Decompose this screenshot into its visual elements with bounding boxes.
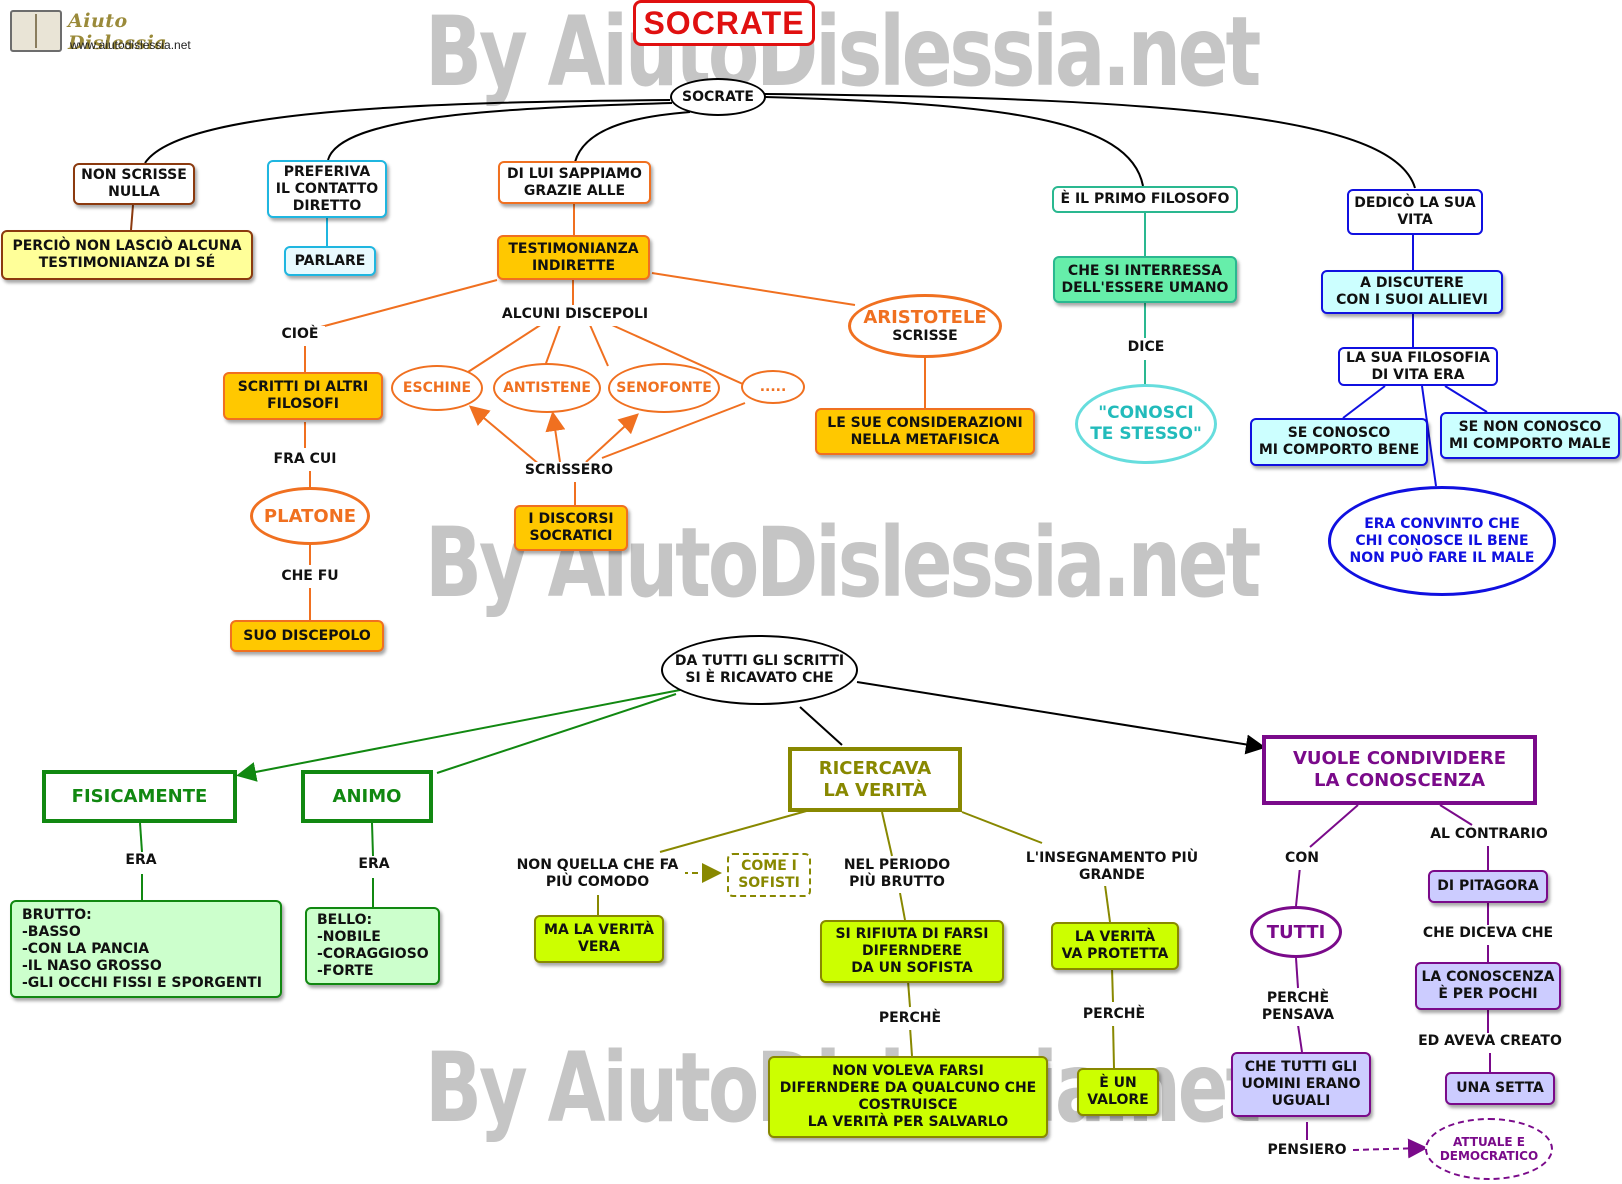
node-aristotele: ARISTOTELE SCRISSE: [848, 294, 1002, 358]
node-socrate: SOCRATE: [670, 78, 766, 116]
node-tutti: TUTTI: [1250, 906, 1342, 958]
logo-title: Aiuto Dislessia: [68, 10, 168, 54]
node-dedico: DEDICÒ LA SUA VITA: [1347, 189, 1483, 235]
node-da-tutti: DA TUTTI GLI SCRITTI SI È RICAVATO CHE: [661, 635, 858, 705]
label-che-fu: CHE FU: [275, 568, 345, 588]
node-senofonte: SENOFONTE: [608, 363, 720, 413]
watermark-top: By AiutoDislessia.net: [425, 0, 1261, 108]
node-brutto: BRUTTO: -BASSO -CON LA PANCIA -IL NASO G…: [10, 900, 282, 998]
node-conosci: "CONOSCI TE STESSO": [1075, 384, 1217, 464]
node-convinto: ERA CONVINTO CHE CHI CONOSCE IL BENE NON…: [1328, 486, 1556, 596]
node-verita-protetta: LA VERITÀ VA PROTETTA: [1051, 922, 1179, 970]
node-uguali: CHE TUTTI GLI UOMINI ERANO UGUALI: [1231, 1052, 1371, 1117]
node-valore: È UN VALORE: [1077, 1068, 1159, 1116]
label-perche-pensava: PERCHÈ PENSAVA: [1255, 990, 1341, 1026]
page-title: SOCRATE: [633, 0, 815, 46]
node-non-voleva: NON VOLEVA FARSI DIFERNDERE DA QUALCUNO …: [768, 1056, 1048, 1138]
node-discutere: A DISCUTERE CON I SUOI ALLIEVI: [1321, 270, 1503, 314]
label-non-quella: NON QUELLA CHE FA PIÙ COMODO: [510, 857, 685, 893]
site-logo[interactable]: Aiuto Dislessia www.aiutodislessia.net: [10, 8, 215, 58]
label-scrissero: SCRISSERO: [519, 462, 619, 482]
aristotele-name: ARISTOTELE: [863, 307, 987, 328]
node-ma-la-verita: MA LA VERITÀ VERA: [534, 915, 664, 963]
node-platone: PLATONE: [250, 487, 370, 545]
label-era-1: ERA: [118, 852, 164, 872]
node-interressa: CHE SI INTERRESSA DELL'ESSERE UMANO: [1053, 256, 1237, 303]
node-pochi: LA CONOSCENZA È PER POCHI: [1415, 962, 1561, 1010]
label-cioe: CIOÈ: [275, 326, 325, 346]
label-al-contrario: AL CONTRARIO: [1425, 826, 1553, 846]
label-perche-2: PERCHÈ: [1076, 1006, 1152, 1026]
node-si-rifiuta: SI RIFIUTA DI FARSI DIFERNDERE DA UN SOF…: [820, 920, 1004, 983]
node-preferiva: PREFERIVA IL CONTATTO DIRETTO: [267, 160, 387, 218]
node-antistene: ANTISTENE: [493, 363, 601, 413]
label-pensiero: PENSIERO: [1262, 1142, 1352, 1162]
node-ricercava: RICERCAVA LA VERITÀ: [788, 747, 962, 812]
label-alcuni: ALCUNI DISCEPOLI: [493, 306, 657, 326]
node-fisicamente: FISICAMENTE: [42, 770, 237, 823]
node-suo-discepolo: SUO DISCEPOLO: [230, 620, 384, 652]
node-pitagora: DI PITAGORA: [1428, 870, 1548, 903]
node-discorsi: I DISCORSI SOCRATICI: [514, 505, 628, 551]
label-perche-1: PERCHÈ: [872, 1010, 948, 1030]
label-fra-cui: FRA CUI: [268, 451, 342, 471]
node-percio: PERCIÒ NON LASCIÒ ALCUNA TESTIMONIANZA D…: [1, 230, 253, 280]
node-filosofia: LA SUA FILOSOFIA DI VITA ERA: [1338, 347, 1498, 386]
node-bello: BELLO: -NOBILE -CORAGGIOSO -FORTE: [305, 907, 440, 985]
label-con: CON: [1280, 850, 1324, 870]
label-ed-aveva: ED AVEVA CREATO: [1415, 1033, 1565, 1053]
label-insegnamento: L'INSEGNAMENTO PIÙ GRANDE: [1012, 850, 1212, 886]
node-dots: .....: [741, 370, 805, 404]
label-era-2: ERA: [351, 856, 397, 876]
label-diceva: CHE DICEVA CHE: [1415, 925, 1561, 945]
node-animo: ANIMO: [301, 770, 433, 823]
node-scritti: SCRITTI DI ALTRI FILOSOFI: [223, 372, 383, 420]
node-parlare: PARLARE: [284, 246, 376, 276]
node-attuale: ATTUALE E DEMOCRATICO: [1425, 1118, 1553, 1180]
node-non-scrisse: NON SCRISSE NULLA: [73, 163, 195, 205]
node-setta: UNA SETTA: [1445, 1072, 1555, 1105]
book-icon: [10, 10, 62, 52]
node-se-conosco: SE CONOSCO MI COMPORTO BENE: [1250, 418, 1428, 466]
node-primo-filosofo: È IL PRIMO FILOSOFO: [1052, 186, 1238, 213]
node-come-i-sofisti: COME I SOFISTI: [727, 853, 811, 897]
label-nel-periodo: NEL PERIODO PIÙ BRUTTO: [833, 857, 961, 893]
label-dice: DICE: [1123, 339, 1169, 359]
node-di-lui: DI LUI SAPPIAMO GRAZIE ALLE: [498, 161, 651, 204]
node-vuole-condividere: VUOLE CONDIVIDERE LA CONOSCENZA: [1262, 735, 1537, 805]
node-eschine: ESCHINE: [391, 365, 483, 411]
node-testimonianza: TESTIMONIANZA INDIRETTE: [497, 235, 650, 280]
node-se-non-conosco: SE NON CONOSCO MI COMPORTO MALE: [1440, 412, 1620, 459]
aristotele-scrisse: SCRISSE: [892, 328, 958, 344]
logo-url: www.aiutodislessia.net: [70, 38, 191, 52]
node-metafisica: LE SUE CONSIDERAZIONI NELLA METAFISICA: [815, 408, 1035, 455]
